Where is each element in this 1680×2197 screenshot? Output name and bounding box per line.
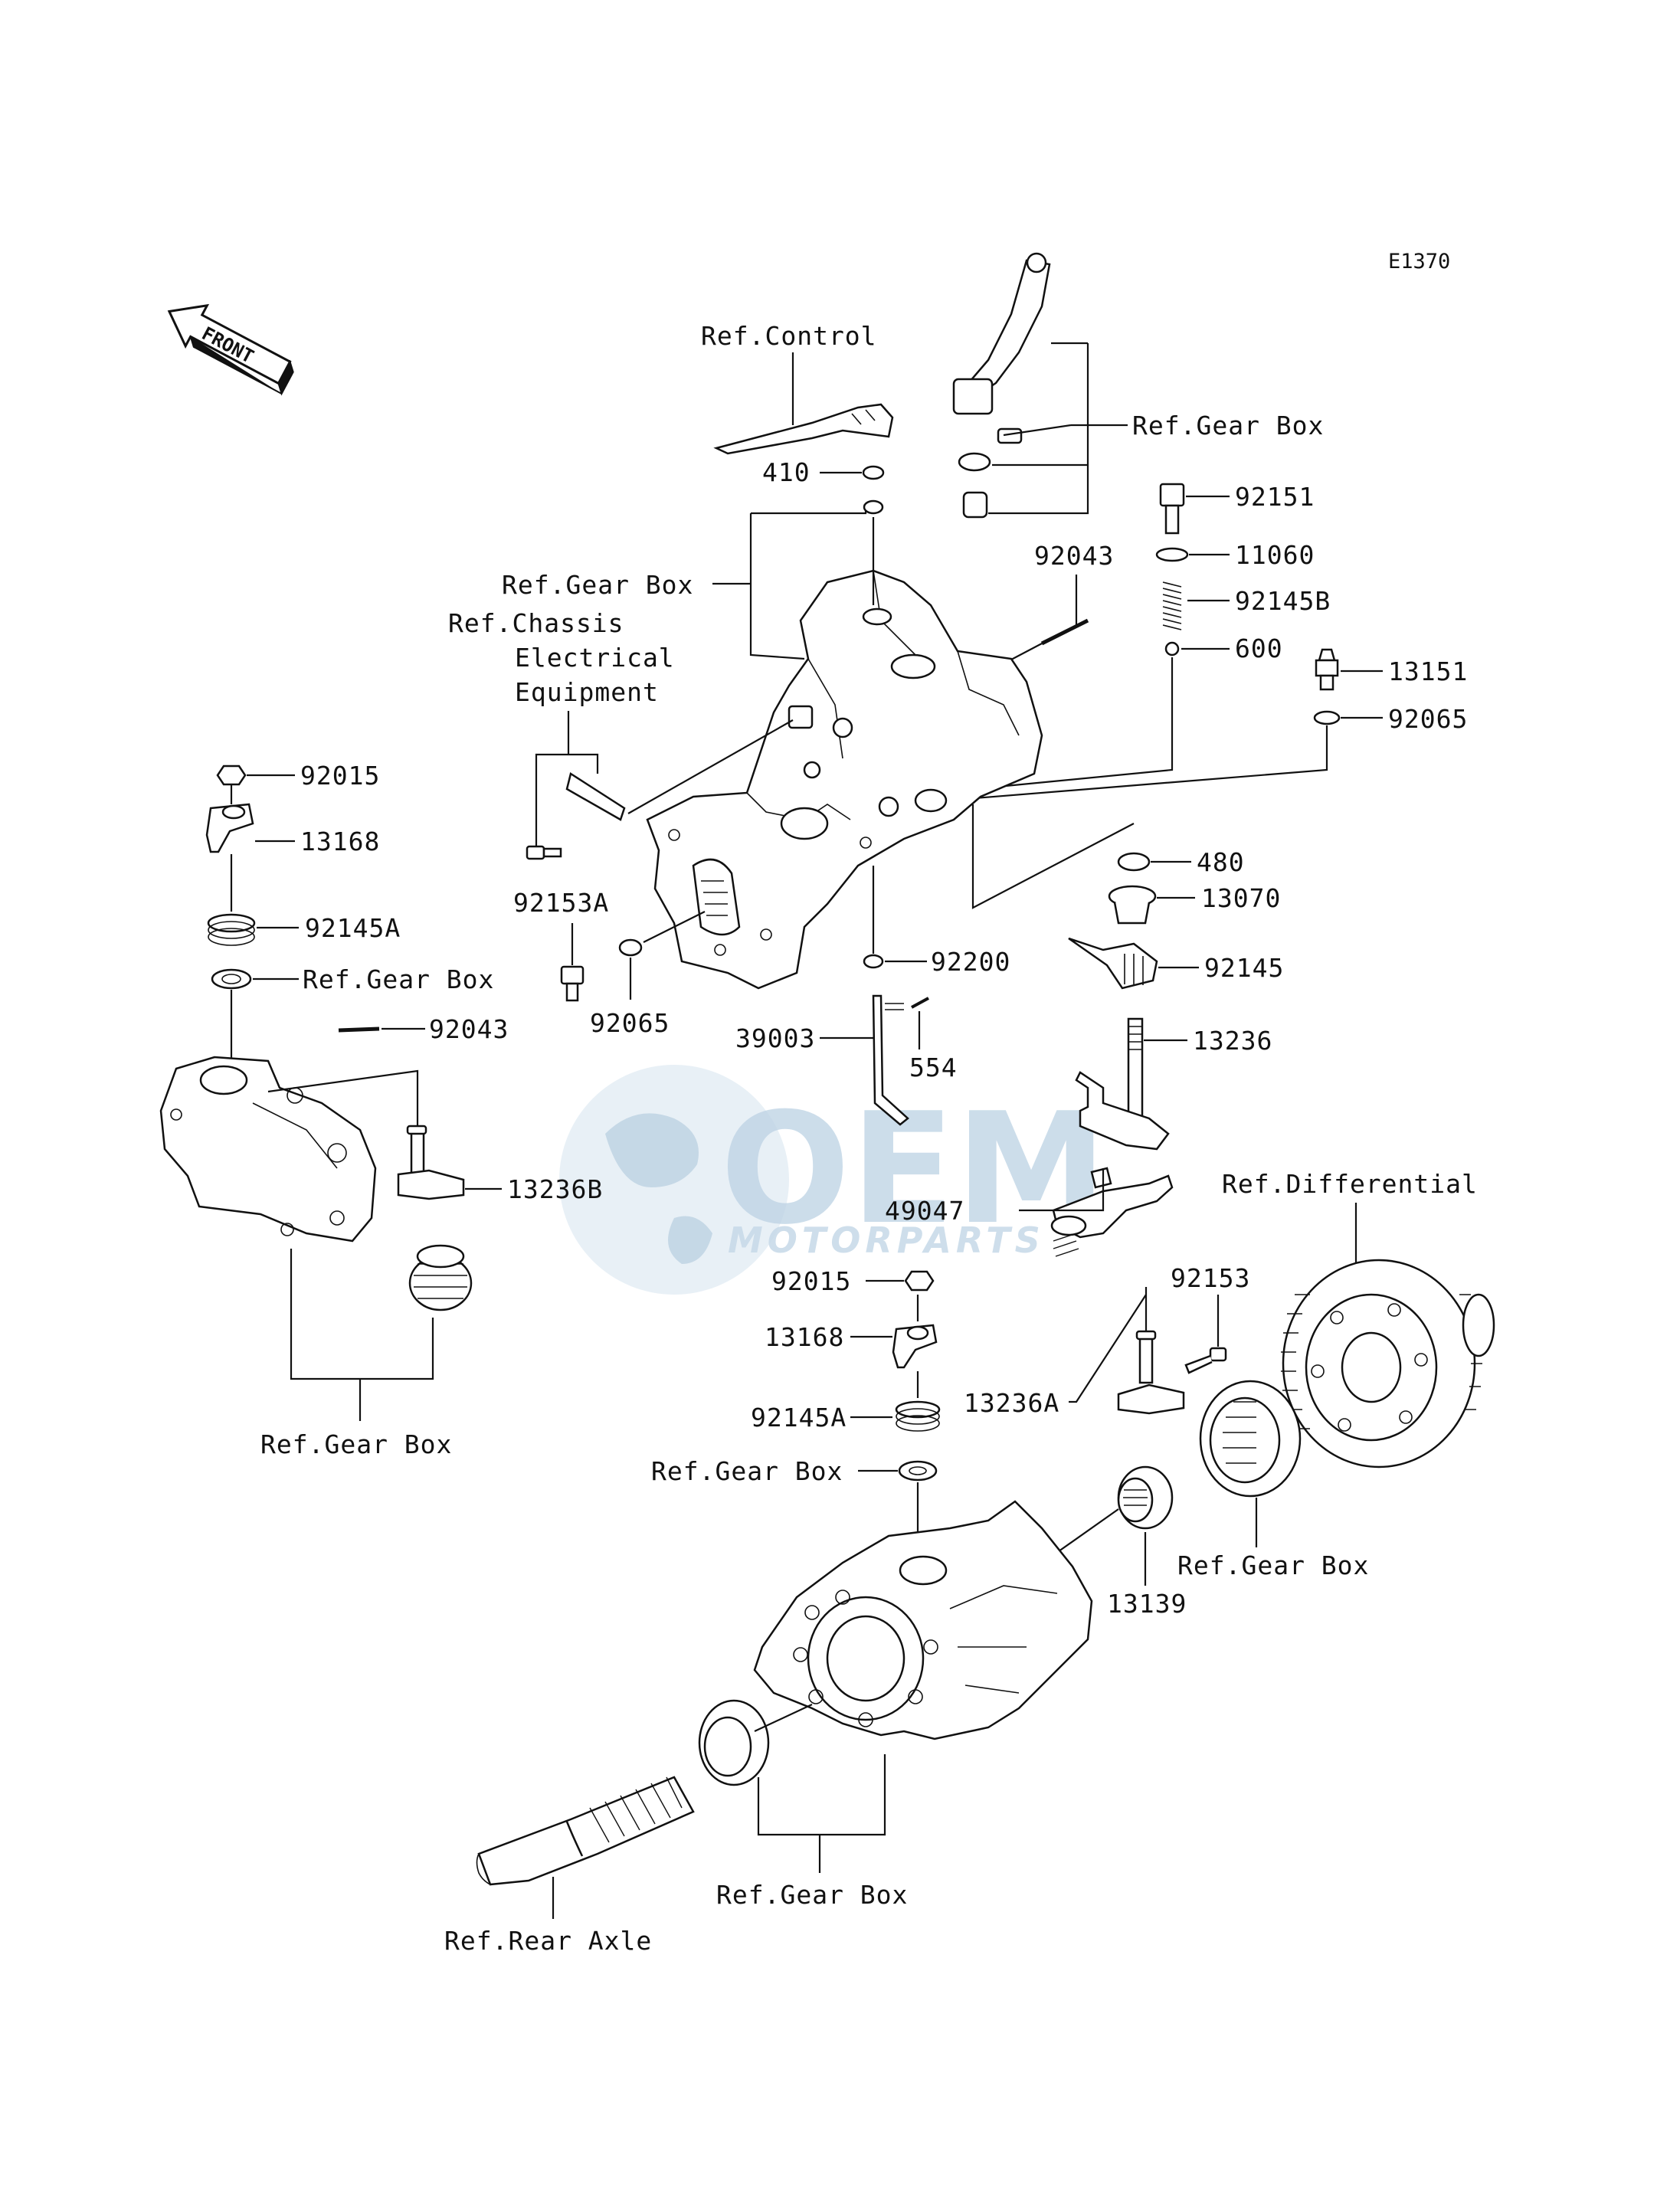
bushing-13070 <box>1108 885 1157 925</box>
part-92065-mid-label: 92065 <box>590 1008 670 1038</box>
part-92200-label: 92200 <box>931 947 1010 977</box>
front-arrow-icon: FRONT <box>167 303 294 396</box>
ref-gear-box-mid-seal-label: Ref.Gear Box <box>651 1456 843 1486</box>
bearing <box>1199 1380 1302 1498</box>
seal-left <box>211 968 252 990</box>
pin-92043-left <box>338 1026 380 1033</box>
shaft-13236 <box>1075 1017 1170 1151</box>
part-92043-left-label: 92043 <box>429 1014 509 1044</box>
ref-gear-box-bottom-label: Ref.Gear Box <box>716 1880 908 1910</box>
lever-13168-left <box>205 803 254 853</box>
part-13151-label: 13151 <box>1388 656 1468 686</box>
transmission-case <box>646 569 1043 990</box>
bolt-92151 <box>1159 483 1185 535</box>
ball-600 <box>1164 641 1180 656</box>
ref-gear-box-top-label: Ref.Gear Box <box>1132 411 1324 440</box>
ref-differential-label: Ref.Differential <box>1222 1169 1478 1199</box>
diagram-code: E1370 <box>1388 250 1450 273</box>
bolt-chassis <box>526 845 562 860</box>
differential-gear <box>1281 1259 1495 1468</box>
left-case <box>159 1056 377 1243</box>
watermark-tagline: MOTORPARTS <box>728 1220 1045 1261</box>
washer-92200 <box>863 954 884 969</box>
part-92015-left-label: 92015 <box>300 761 380 791</box>
pin-554 <box>911 997 929 1009</box>
washer-92065-mid <box>618 938 643 957</box>
part-554-label: 554 <box>909 1053 958 1082</box>
part-39003-label: 39003 <box>735 1023 815 1053</box>
shift-arm <box>952 252 1051 444</box>
part-13236A-label: 13236A <box>964 1388 1059 1418</box>
ref-rear-axle-label: Ref.Rear Axle <box>444 1926 652 1956</box>
collar-top <box>962 491 988 519</box>
bolt-92153A <box>560 965 585 1002</box>
washer-92065-right <box>1313 710 1341 725</box>
ref-gear-box-housing-label: Ref.Gear Box <box>502 570 693 600</box>
bolt-92153 <box>1184 1347 1227 1374</box>
part-11060-label: 11060 <box>1235 540 1315 570</box>
watermark: OEM MOTORPARTS <box>559 1065 1108 1295</box>
part-480-label: 480 <box>1197 847 1245 877</box>
part-600-label: 600 <box>1235 634 1283 663</box>
switch-13151 <box>1315 648 1339 691</box>
spring-92145A-left <box>207 913 256 946</box>
part-13070-label: 13070 <box>1201 883 1281 913</box>
ref-chassis-label-line3: Equipment <box>515 677 659 707</box>
spring-92145 <box>1068 937 1158 990</box>
rear-axle <box>476 1776 695 1886</box>
ref-gear-box-left-bottom-label: Ref.Gear Box <box>260 1429 452 1459</box>
spring-92145B <box>1162 581 1182 630</box>
ref-gear-box-bearing-label: Ref.Gear Box <box>1177 1550 1369 1580</box>
part-92145-label: 92145 <box>1204 953 1284 983</box>
part-13236-label: 13236 <box>1193 1026 1272 1056</box>
part-92065-right-label: 92065 <box>1388 704 1468 734</box>
shaft-13236B <box>397 1125 465 1200</box>
sleeve-13139 <box>1117 1465 1174 1530</box>
part-92153A-label: 92153A <box>513 888 609 918</box>
part-92153-label: 92153 <box>1171 1263 1250 1293</box>
nut-92015-mid <box>904 1270 935 1292</box>
part-49047-label: 49047 <box>885 1196 964 1226</box>
pin-92043-top <box>1040 618 1089 646</box>
part-13139-label: 13139 <box>1107 1589 1187 1619</box>
gear-left <box>408 1244 473 1311</box>
fork-49047 <box>1050 1167 1174 1257</box>
spring-92145A-mid <box>895 1400 941 1432</box>
shaft-13236A <box>1117 1330 1185 1415</box>
control-lever <box>713 403 894 455</box>
part-92043-top-label: 92043 <box>1034 541 1114 571</box>
rear-case <box>753 1500 1093 1740</box>
watermark-brand: OEM <box>720 1080 1108 1259</box>
washer-top-housing <box>863 499 884 515</box>
nut-92015-left <box>216 765 247 786</box>
part-13168-mid-label: 13168 <box>765 1322 844 1352</box>
ref-chassis-label-line2: Electrical <box>515 643 675 673</box>
part-92145A-left-label: 92145A <box>305 913 401 943</box>
part-92151-label: 92151 <box>1235 482 1315 512</box>
seal-top <box>958 452 991 472</box>
part-13236B-label: 13236B <box>507 1174 603 1204</box>
part-92145B-label: 92145B <box>1235 586 1331 616</box>
axle-seal <box>698 1699 770 1786</box>
part-13168-left-label: 13168 <box>300 827 380 856</box>
rod-39003 <box>872 994 909 1126</box>
part-92015-mid-label: 92015 <box>771 1266 851 1296</box>
lever-13168-mid <box>892 1324 938 1369</box>
washer-410 <box>862 465 885 480</box>
circlip-480 <box>1117 852 1151 872</box>
ground-strap <box>565 772 626 821</box>
gasket-11060 <box>1155 547 1189 562</box>
part-410-label: 410 <box>762 457 811 487</box>
ref-gear-box-left-seal-label: Ref.Gear Box <box>303 964 494 994</box>
ref-chassis-label-line1: Ref.Chassis <box>448 608 624 638</box>
ref-control-label: Ref.Control <box>701 321 877 351</box>
seal-mid <box>898 1460 938 1482</box>
part-92145A-mid-label: 92145A <box>751 1403 847 1432</box>
